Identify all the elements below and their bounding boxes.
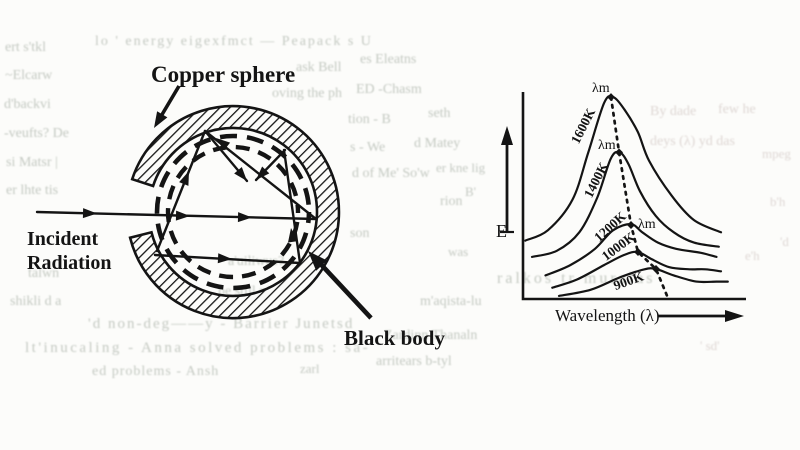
bleed-text-fragment: ask Bell [296, 60, 342, 75]
y-axis-label: E [496, 221, 507, 241]
incident-radiation-label-line2: Radiation [27, 252, 111, 274]
bleed-text-fragment: son [350, 226, 370, 241]
copper-shell-ring [128, 104, 341, 320]
bleed-text-fragment: lo ' energy eigexfmct — Peapack s U [95, 34, 373, 49]
bleed-text-fragment: d of Me' So'w [352, 166, 430, 181]
bleed-text-fragment: -veufts? De [4, 126, 69, 141]
bleed-text-fragment: ed problems - Ansh [92, 364, 220, 379]
bleed-text-fragment: ralkos tr muralas [497, 270, 656, 287]
e-axis-arrowhead [501, 126, 513, 145]
bleed-text-fragment: shikli d a [10, 294, 62, 309]
bleed-text-fragment: m'aqista-lu [420, 294, 482, 309]
spectrum-curves [524, 93, 729, 300]
peak-marker-1200K [627, 221, 635, 229]
peak-locus-dashed-line [609, 95, 670, 300]
radiation-spectrum-chart: E λm λm λm 1600K 1400K 1200K 1000K 900K … [496, 81, 746, 325]
bleed-text-fragment: s - We [350, 140, 386, 155]
bleed-text-fragment: B' [465, 184, 477, 199]
bleed-text-fragment: seth [428, 106, 451, 121]
x-axis-arrowhead [725, 310, 744, 322]
bleed-text-fragment: mpeg [762, 146, 791, 161]
bleed-text-fragment: Zardinn Thanaln [384, 328, 478, 343]
bleed-text-fragment: er kne lig [436, 160, 486, 175]
bleed-text-fragment: ert s'tkl [5, 40, 47, 55]
blackbody-cavity-diagram: Copper sphere Incident Radiation Black b… [27, 62, 445, 350]
lambda-m-label-1200K: λm [638, 217, 656, 232]
bleed-text-fragment: d'backvi [4, 97, 51, 112]
bleed-text-fragment: talwn [28, 266, 60, 281]
bleed-text-fragment: rion [440, 194, 463, 209]
chart-axes [521, 92, 746, 301]
bleed-text-fragment: tion - B [348, 112, 391, 127]
spectrum-curve-1200K [544, 223, 718, 277]
bleed-text-fragment: was [448, 244, 469, 259]
bleed-text-fragment: e'h [745, 248, 760, 263]
bleed-text-fragment: b'h [770, 194, 786, 209]
curve-label-900K: 900K [611, 268, 645, 293]
ray-arrowheads [82, 138, 298, 264]
black-body-pointer-line [313, 256, 373, 320]
bleed-text-fragment: zarl [300, 361, 320, 376]
lambda-m-label-1600K: λm [592, 81, 610, 96]
bleed-text-fragment: er lhte tis [6, 183, 59, 198]
curve-label-1600K: 1600K [568, 105, 599, 146]
spectrum-curve-1600K [524, 95, 723, 242]
copper-sphere-pointer-head [154, 111, 168, 128]
bleed-text-fragment: ~Elcarw [5, 68, 53, 83]
spectrum-curve-1400K [530, 150, 720, 258]
bleed-text-fragment: 'd non-deg——y - Barrier Junetsd [88, 316, 355, 332]
bleed-text-fragment: arritears b-tyl [376, 354, 452, 369]
copper-sphere-label: Copper sphere [151, 62, 295, 87]
ray-bounce-5 [282, 148, 302, 265]
incident-radiation-label-line1: Incident [27, 228, 98, 250]
bleed-text-fragment: ' sd' [700, 338, 720, 353]
bleed-text-fragment: lt'inucaling - Anna solved problems : sa… [25, 340, 371, 356]
bleed-text-fragment: deys (λ) yd das [650, 134, 735, 149]
spectrum-curve-1000K [551, 250, 723, 289]
bleed-text-fragment: 'd [780, 234, 789, 249]
bleed-text-fragment: few he [718, 102, 756, 117]
bleed-text-fragment: si Matsr | [6, 155, 58, 170]
ray-bounce-4 [155, 129, 207, 253]
bleed-text-fragment: By dade [650, 104, 697, 119]
bleed-text-fragment: d Matey [414, 136, 461, 151]
black-body-pointer-head [308, 251, 328, 271]
bleed-text-fragment: oving the ph [272, 86, 342, 101]
x-axis-label: Wavelength (λ) [555, 306, 660, 325]
black-body-label: Black body [344, 326, 445, 350]
inner-dashed-circle-inner [165, 144, 301, 280]
lambda-m-label-1400K: λm [598, 138, 616, 153]
bleed-text-fragment: es Eleatns [360, 52, 417, 67]
bleed-text-fragment: ED -Chasm [356, 82, 422, 97]
